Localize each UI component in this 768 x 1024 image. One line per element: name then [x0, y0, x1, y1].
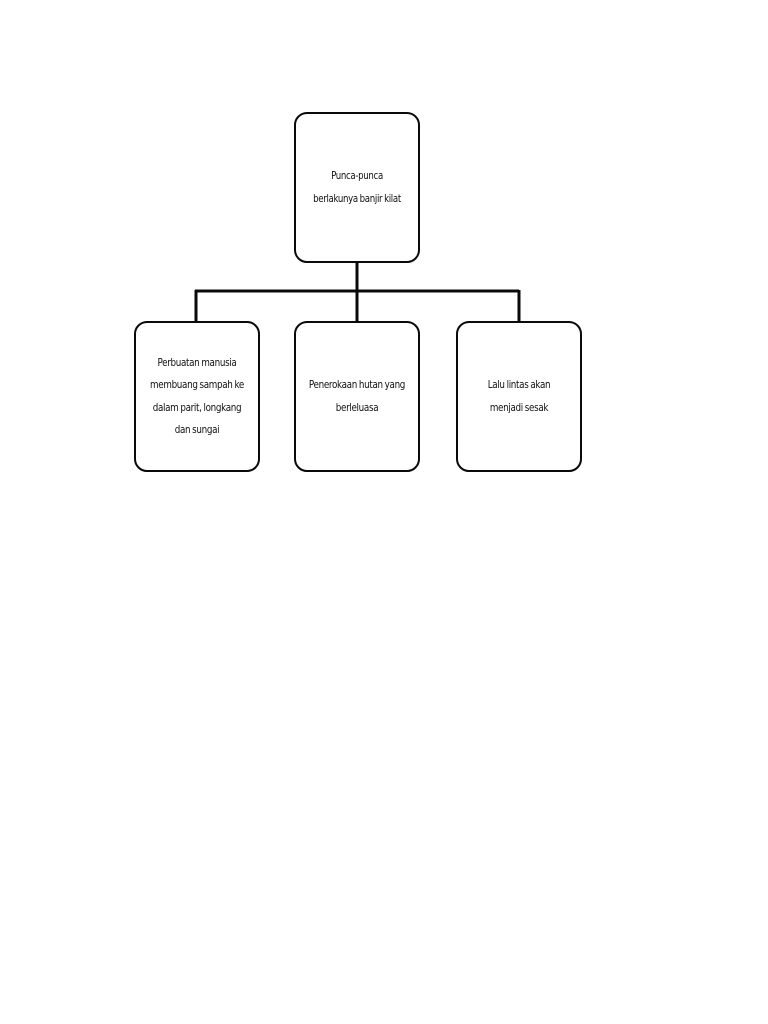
node-child-2-label: Lalu lintas akan menjadi sesak — [487, 379, 551, 414]
node-child-perbuatan-manusia[interactable]: Perbuatan manusia membuang sampah ke dal… — [134, 321, 260, 472]
node-child-1-label: Penerokaan hutan yang berleluasa — [308, 379, 406, 414]
flow-diagram: Punca-punca berlakunya banjir kilat Perb… — [134, 112, 582, 472]
node-root-label: Punca-punca berlakunya banjir kilat — [313, 169, 401, 205]
node-child-lalu-lintas[interactable]: Lalu lintas akan menjadi sesak — [456, 321, 582, 472]
node-root[interactable]: Punca-punca berlakunya banjir kilat — [294, 112, 420, 263]
node-child-penerokaan-hutan[interactable]: Penerokaan hutan yang berleluasa — [294, 321, 420, 472]
node-child-0-label: Perbuatan manusia membuang sampah ke dal… — [150, 356, 244, 437]
